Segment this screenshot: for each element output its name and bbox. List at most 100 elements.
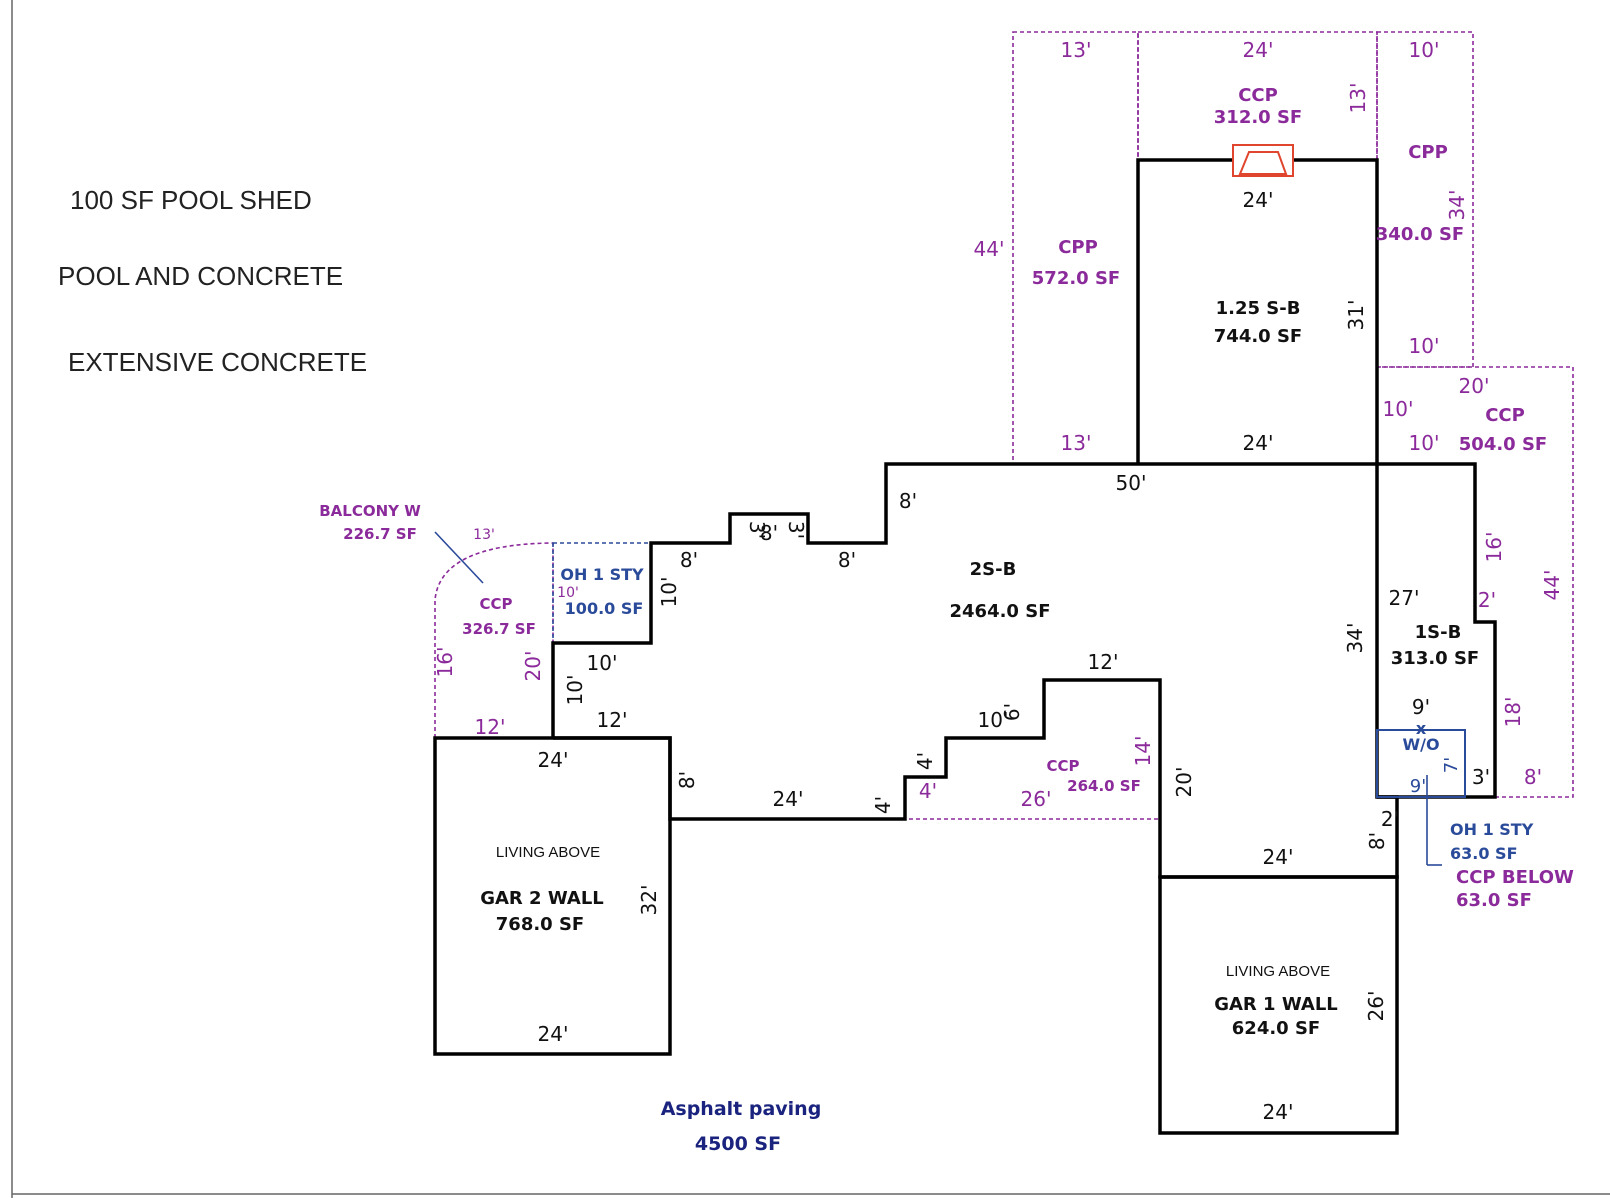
dim-label: 10' xyxy=(1409,334,1440,358)
dim-label: 26' xyxy=(1021,787,1052,811)
gar1-wall xyxy=(1158,875,1399,1135)
ccp-mid-area: 264.0 SF xyxy=(1067,777,1141,795)
dim-label: 10' xyxy=(563,675,587,706)
cpp-left-code: CPP xyxy=(1058,237,1098,258)
dim-label: 26' xyxy=(1364,991,1388,1022)
dim-label: 24' xyxy=(538,1022,569,1046)
dim-label: 4' xyxy=(919,779,937,803)
dim-label: 16' xyxy=(433,647,457,678)
dim-label: 7' xyxy=(1441,757,1462,773)
porch-outlines xyxy=(434,31,1574,820)
oh-right-code: OH 1 STY xyxy=(1450,820,1534,839)
asphalt-area: 4500 SF xyxy=(695,1133,781,1155)
dim-label: 10' xyxy=(557,585,579,601)
dim-label: 4' xyxy=(871,796,895,814)
dim-label: 10' xyxy=(1409,38,1440,62)
wo-box xyxy=(1376,729,1466,798)
dim-label: 8' xyxy=(1524,765,1542,789)
ccp-top-code: CCP xyxy=(1238,85,1278,106)
cpp-left-area: 572.0 SF xyxy=(1032,268,1120,289)
ccp-left-area: 326.7 SF xyxy=(462,620,536,638)
dim-label: 10' xyxy=(1383,397,1414,421)
dim-label: 44' xyxy=(1540,570,1564,601)
dim-label: 12' xyxy=(1088,650,1119,674)
dim-label: 12' xyxy=(597,708,628,732)
dim-label: 3' xyxy=(1472,765,1490,789)
dim-label: 31' xyxy=(1344,300,1368,331)
oh-left-area: 100.0 SF xyxy=(565,599,644,618)
dim-label: 8' xyxy=(675,771,699,789)
ccp-right-code: CCP xyxy=(1485,405,1525,426)
dim-label: 2' xyxy=(1381,807,1399,831)
dim-label: 24' xyxy=(1243,38,1274,62)
dim-label: 34' xyxy=(1343,623,1367,654)
dim-label: 24' xyxy=(1243,188,1274,212)
main-wall xyxy=(551,462,1399,879)
asphalt-code: Asphalt paving xyxy=(661,1098,822,1120)
gar1-area: 624.0 SF xyxy=(1232,1018,1320,1039)
note-pool-shed: 100 SF POOL SHED xyxy=(70,185,312,215)
dim-label: 24' xyxy=(1263,1100,1294,1124)
dim-label: 32' xyxy=(637,885,661,916)
ccp-top-area: 312.0 SF xyxy=(1214,107,1302,128)
dim-label: 10' xyxy=(1409,431,1440,455)
fireplace-icon xyxy=(1232,144,1294,177)
dim-label: 10' xyxy=(978,708,1009,732)
dim-label: 4' xyxy=(913,752,937,770)
building-walls xyxy=(433,158,1497,1135)
upper-code: 1.25 S-B xyxy=(1216,298,1301,319)
dim-label: 12' xyxy=(475,715,506,739)
gar2-area: 768.0 SF xyxy=(496,914,584,935)
dim-label: 8' xyxy=(760,521,778,545)
dim-label: 44' xyxy=(974,237,1005,261)
dim-label: 18' xyxy=(1501,697,1525,728)
cpp-right-area: 340.0 SF xyxy=(1376,224,1464,245)
dim-label: 8' xyxy=(1365,832,1389,850)
dim-label: 24' xyxy=(773,787,804,811)
dim-label: 20' xyxy=(1172,767,1196,798)
side-code: 1S-B xyxy=(1415,622,1462,643)
main-area: 2464.0 SF xyxy=(950,601,1051,622)
cpp-right-code: CPP xyxy=(1408,142,1448,163)
wo-code: W/O xyxy=(1402,735,1439,754)
dimension-labels: 13' 24' 10' 13' 24' 34' 44' 31' 10' 20' … xyxy=(433,38,1564,1124)
upper-area: 744.0 SF xyxy=(1214,326,1302,347)
dim-label: 24' xyxy=(538,748,569,772)
dim-label: 10' xyxy=(587,651,618,675)
dim-label: 16' xyxy=(1482,532,1506,563)
gar1-note: LIVING ABOVE xyxy=(1226,963,1330,980)
gar2-note: LIVING ABOVE xyxy=(496,844,600,861)
dim-label: 50' xyxy=(1116,471,1147,495)
dim-label: 13' xyxy=(1061,38,1092,62)
note-extensive-concrete: EXTENSIVE CONCRETE xyxy=(68,347,367,377)
dim-label: 24' xyxy=(1243,431,1274,455)
ccp-right-area: 504.0 SF xyxy=(1459,434,1547,455)
dim-label: 8' xyxy=(899,489,917,513)
dim-label: 20' xyxy=(521,651,545,682)
ccp-below-area: 63.0 SF xyxy=(1456,890,1532,911)
dim-label: 3' xyxy=(745,521,769,539)
oh-left-code: OH 1 STY xyxy=(560,565,644,584)
gar2-code: GAR 2 WALL xyxy=(480,888,604,909)
balcony-leader xyxy=(434,531,484,584)
dim-label: 34' xyxy=(1445,190,1469,221)
dim-label: 27' xyxy=(1389,586,1420,610)
ccp-left-code: CCP xyxy=(479,595,512,613)
gar2-wall xyxy=(433,736,672,1056)
note-pool-concrete: POOL AND CONCRETE xyxy=(58,261,343,291)
oh-right-area: 63.0 SF xyxy=(1450,844,1518,863)
wo-x-mark: x xyxy=(1416,719,1427,738)
gar1-code: GAR 1 WALL xyxy=(1214,994,1338,1015)
dim-label: 20' xyxy=(1459,374,1490,398)
ccp-below-code: CCP BELOW xyxy=(1456,867,1574,888)
ccp-mid-code: CCP xyxy=(1046,757,1079,775)
dim-label: 6' xyxy=(1000,703,1024,721)
dim-label: 24' xyxy=(1263,845,1294,869)
dim-label: 13' xyxy=(473,527,495,543)
balcony-outline xyxy=(434,542,554,738)
dim-label: 3' xyxy=(784,521,808,539)
main-code: 2S-B xyxy=(970,559,1017,580)
dim-label: 8' xyxy=(838,548,856,572)
dim-label: 2' xyxy=(1478,588,1496,612)
